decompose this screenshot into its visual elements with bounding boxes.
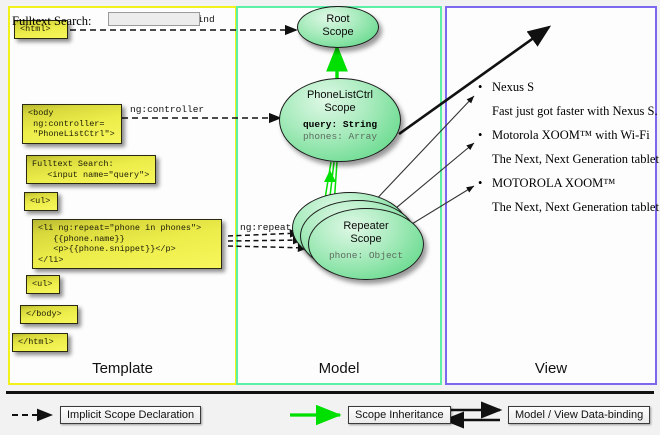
view-item-name: MOTOROLA XOOM™	[492, 176, 616, 190]
panel-template-label: Template	[92, 360, 153, 377]
scope-repeater-title-1: Repeater	[343, 220, 389, 232]
code-box-body-open: <body ng:controller= "PhoneListCtrl">	[22, 104, 122, 144]
view-item-name: Nexus S	[492, 80, 535, 94]
scope-root-title-1: Root	[326, 13, 350, 25]
panel-view: View	[445, 6, 657, 385]
scope-phonelistctrl: PhoneListCtrl Scope query: String phones…	[279, 78, 401, 162]
panel-model-label: Model	[318, 360, 360, 377]
view-search-input[interactable]	[108, 12, 200, 26]
scope-ctrl-prop-query: query: String	[302, 119, 378, 130]
scope-ctrl-title-2: Scope	[324, 102, 356, 114]
code-box-ul-open: <ul>	[24, 192, 58, 211]
code-box-li-repeat: <li ng:repeat="phone in phones"> {{phone…	[32, 219, 222, 269]
legend-divider	[6, 391, 654, 394]
scope-ctrl-prop-phones: phones: Array	[302, 131, 378, 142]
view-item-snippet: The Next, Next Generation tablet.	[492, 152, 660, 166]
code-box-body-close: </body>	[20, 305, 78, 324]
scope-repeater-title-2: Scope	[350, 233, 382, 245]
scope-repeater-prop-phone: phone: Object	[328, 250, 404, 261]
edge-label-repeat: ng:repeat	[240, 222, 292, 233]
scope-ctrl-title-1: PhoneListCtrl	[306, 89, 374, 101]
bullet-icon: •	[478, 176, 483, 190]
legend-label-inheritance: Scope Inheritance	[348, 406, 451, 424]
code-box-fulltext-search: Fulltext Search: <input name="query">	[26, 155, 156, 184]
view-search-label: Fulltext Search:	[12, 14, 92, 28]
bullet-icon: •	[478, 128, 483, 142]
scope-repeater-front: Repeater Scope phone: Object	[308, 208, 424, 280]
view-item-name: Motorola XOOM™ with Wi-Fi	[492, 128, 650, 142]
view-item-snippet: The Next, Next Generation tablet.	[492, 200, 660, 214]
scope-root-title-2: Scope	[322, 26, 354, 38]
legend-label-databinding: Model / View Data-binding	[508, 406, 651, 424]
bullet-icon: •	[478, 80, 483, 94]
legend-label-implicit: Implicit Scope Declaration	[60, 406, 202, 424]
code-box-html-open: <html>	[14, 20, 68, 39]
code-box-html-close: </html>	[12, 333, 68, 352]
code-box-ul-close: <ul>	[26, 275, 60, 294]
edge-label-controller: ng:controller	[130, 104, 205, 115]
scope-root: Root Scope	[297, 6, 379, 48]
view-item-snippet: Fast just got faster with Nexus S.	[492, 104, 658, 118]
panel-view-label: View	[534, 360, 568, 377]
